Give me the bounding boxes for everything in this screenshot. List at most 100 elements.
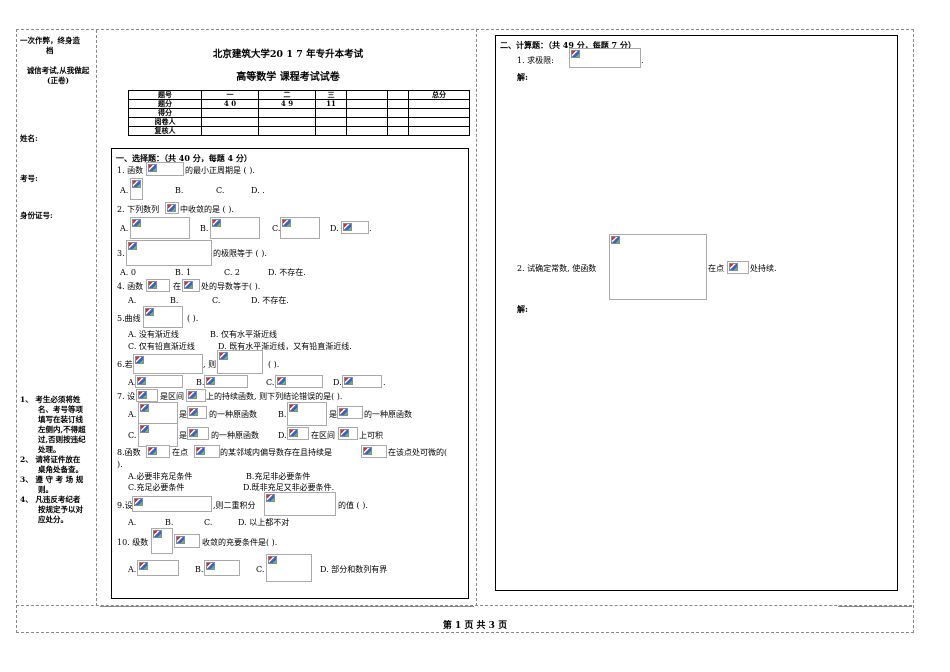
page-number: 第 1 页 共 3 页 <box>442 621 508 631</box>
footer-divider <box>16 605 912 606</box>
formula-image <box>187 406 207 419</box>
formula-image <box>130 178 143 200</box>
q7-option-d-text: 在区间 <box>311 431 335 440</box>
q10-option-a: A. <box>128 565 137 574</box>
formula-image <box>182 279 200 292</box>
formula-image <box>146 279 170 292</box>
section1-title: 一、选择题：（共 40 分，每题 4 分） <box>116 153 252 163</box>
q7-option-b: B. <box>278 410 287 419</box>
formula-image <box>287 402 327 426</box>
q2-option-a: A. <box>120 224 129 233</box>
q7-option-a-text: 是 <box>179 410 187 419</box>
score-cell <box>408 108 470 118</box>
q8-text-5: ). <box>117 460 123 469</box>
pledge-note: 诚信考试,从我做起(正卷) <box>26 66 90 85</box>
formula-image <box>210 217 260 239</box>
q7-option-b-text: 是 <box>329 410 337 419</box>
id-number-label: 身份证号: <box>20 211 53 220</box>
formula-image <box>138 423 178 447</box>
center-fold-line <box>476 29 477 606</box>
q1-option-d: D. . <box>251 186 265 195</box>
formula-image <box>280 217 320 239</box>
exam-rule-line: 按规定予以对 <box>38 505 83 514</box>
q4-text: 4. 函数 <box>117 282 144 291</box>
formula-image <box>266 554 312 582</box>
q10-option-d: D. 部分和数列有界 <box>320 565 388 574</box>
score-cell <box>387 126 409 136</box>
q9-option-a: A. <box>128 518 137 527</box>
q4-option-a: A. <box>128 296 137 305</box>
score-cell <box>258 108 316 118</box>
exam-number-label: 考号: <box>20 174 38 183</box>
q8-text-2: 在点 <box>172 448 188 457</box>
formula-image <box>204 375 248 388</box>
formula-image <box>133 354 203 374</box>
score-header-cell <box>346 90 388 100</box>
q2-option-d: D. <box>330 224 339 233</box>
formula-image <box>569 48 641 68</box>
q4-option-c: C. <box>212 296 221 305</box>
formula-image <box>126 240 212 266</box>
formula-image <box>287 427 309 440</box>
q8-text: 8.函数 <box>117 448 141 457</box>
table-row: 阅卷人 <box>128 117 470 127</box>
q8-option-d: D.既非充足又非必要条件. <box>243 483 335 492</box>
score-table-header-row: 题号 一 二 三 总分 <box>128 90 470 100</box>
q10-text: 10. 级数 <box>117 538 149 547</box>
q5-option-c: C. 仅有铅直渐近线 <box>128 342 195 351</box>
q2-option-b: B. <box>200 224 209 233</box>
exam-rule-line: 桌角处备查。 <box>38 465 83 474</box>
exam-rules: 1、 考生必须将姓名、考号等项填写在装订线左侧内,不得超过,否则按违纪处理。2、… <box>20 395 96 525</box>
q7-option-c-text-end: 的一种原函数 <box>211 431 259 440</box>
answer-label: 解: <box>517 304 528 314</box>
q8-text-3: 的某邻域内偏导数存在且持续是 <box>220 448 332 457</box>
score-cell <box>258 126 316 136</box>
q2-text-end: 中收敛的是 ( ). <box>180 205 234 214</box>
q7-option-b-text-end: 的一种原函数 <box>364 410 412 419</box>
formula-image <box>132 496 212 512</box>
q6-option-d-end: . <box>383 378 386 387</box>
table-row: 复核人 <box>128 126 470 136</box>
q4-option-d: D. 不存在. <box>251 296 289 305</box>
q3-text-end: 的极限等于 ( ). <box>213 249 267 258</box>
honesty-note: 一次作弊，终身造档 <box>20 36 80 55</box>
q7-option-a-text-end: 的一种原函数 <box>209 410 257 419</box>
q7-text: 7. 设 <box>117 392 136 401</box>
exam-rule-line: 左侧内,不得超 <box>38 425 86 434</box>
q3-option-a: A. 0 <box>120 268 136 277</box>
q6-option-a: A. <box>128 378 137 387</box>
q10-option-c: C. <box>256 565 265 574</box>
exam-rule-line: 3、 遵 守 考 场 规 <box>20 475 84 484</box>
q3-option-d: D. 不存在. <box>268 268 306 277</box>
q1-text-end: 的最小正周期是 ( ). <box>185 166 255 175</box>
q6-text-end: ( ). <box>268 360 280 369</box>
q6-option-d: D. <box>333 378 342 387</box>
formula-image <box>174 534 200 548</box>
q5-option-b: B. 仅有水平渐近线 <box>210 330 277 339</box>
score-cell <box>387 108 409 118</box>
exam-subtitle: 高等数学 课程考试试卷 <box>236 72 340 83</box>
calc-q2-text-end: 处持续. <box>750 264 777 273</box>
formula-image <box>194 445 220 458</box>
multiple-choice-section <box>111 148 469 599</box>
formula-image <box>143 306 183 328</box>
score-cell <box>346 117 388 127</box>
binding-margin <box>16 30 97 606</box>
q7-option-c: C. <box>128 431 137 440</box>
q9-option-c: C. <box>204 518 213 527</box>
q8-option-c: C.充足必要条件 <box>128 483 185 492</box>
table-row: 得分 <box>128 108 470 118</box>
score-cell: 4 0 <box>201 99 259 109</box>
q6-option-c: C. <box>266 378 275 387</box>
q10-text-end: 收敛的充要条件是( ). <box>202 538 278 547</box>
calc-q2-text: 2. 试确定常数, 使函数 <box>517 264 597 273</box>
q5-option-a: A. 没有渐近线 <box>128 330 179 339</box>
formula-image <box>337 406 363 419</box>
formula-image <box>727 261 749 274</box>
footer-rule-left <box>100 606 474 607</box>
q1-text: 1. 函数 <box>117 166 144 175</box>
q9-option-d: D. 以上都不对 <box>238 518 290 527</box>
score-cell <box>258 117 316 127</box>
